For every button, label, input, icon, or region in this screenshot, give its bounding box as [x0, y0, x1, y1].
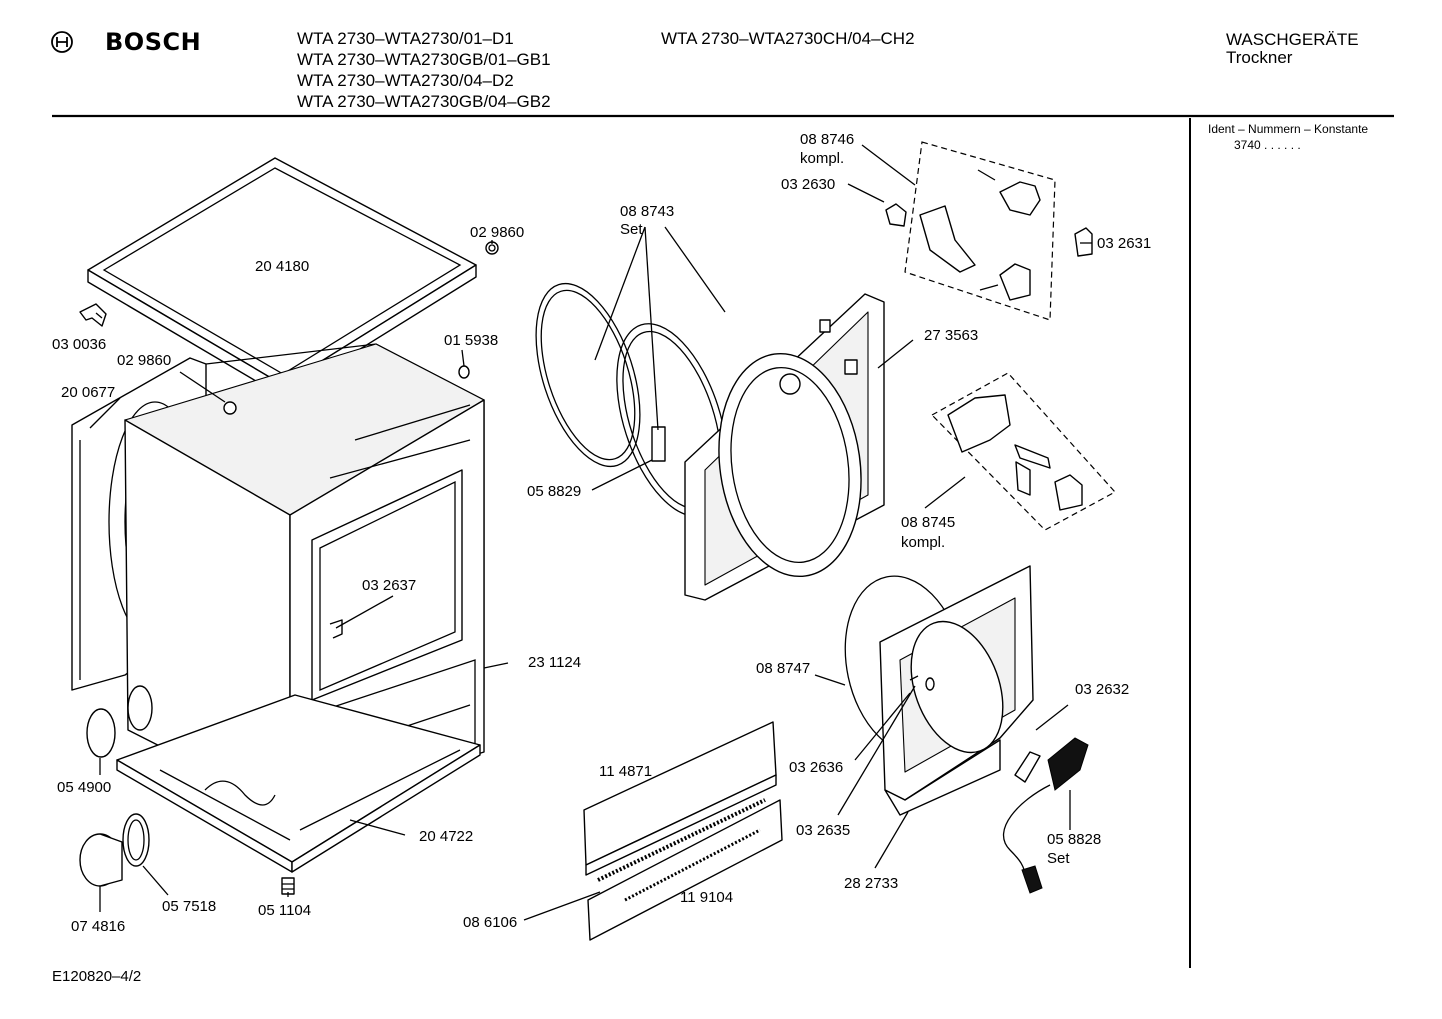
part-label: 03 2635 [796, 822, 851, 839]
leader-lines [89, 144, 1092, 921]
part-label: 27 3563 [924, 327, 979, 344]
part-label-kompl: kompl. [901, 534, 946, 551]
ident-value: 3740 . . . . . . [1234, 138, 1301, 152]
part-label: 08 8743 [620, 203, 675, 220]
seal-057518-part [122, 813, 150, 867]
part-label-set: Set [620, 221, 643, 238]
lamp-074816-part [79, 833, 123, 887]
bracket-030036-part [79, 303, 107, 327]
part-label: 03 0036 [52, 336, 107, 353]
part-label: 05 7518 [162, 898, 217, 915]
part-label: 08 8746 [800, 131, 855, 148]
part-label-kompl: kompl. [800, 150, 845, 167]
model-line-2: WTA 2730–WTA2730GB/01–GB1 [297, 50, 551, 69]
part-label-set: Set [1047, 850, 1070, 867]
part-label: 08 6106 [463, 914, 518, 931]
base-plate-part [116, 694, 481, 873]
part-label: 20 0677 [61, 384, 116, 401]
model-line-4: WTA 2730–WTA2730GB/04–GB2 [297, 92, 551, 111]
part-label: 08 8747 [756, 660, 811, 677]
ident-label: Ident – Nummern – Konstante [1208, 122, 1369, 136]
part-label: 05 4900 [57, 779, 112, 796]
part-label: 03 2632 [1075, 681, 1130, 698]
door-part [844, 565, 1034, 816]
control-panel-part [583, 721, 777, 882]
part-label: 03 2637 [362, 577, 417, 594]
part-label: 07 4816 [71, 918, 126, 935]
cover-strip-part [587, 799, 783, 941]
door-lock-assembly-part [885, 141, 1093, 321]
lamp-cover-part [1014, 751, 1041, 783]
part-label: 05 1104 [258, 902, 312, 919]
socket-cable-part [1003, 737, 1089, 894]
top-cover-part [87, 157, 477, 398]
part-label: 03 2631 [1097, 235, 1152, 252]
clip-032637-part [329, 619, 343, 639]
brand-name: BOSCH [105, 28, 202, 56]
model-center: WTA 2730–WTA2730CH/04–CH2 [661, 29, 915, 48]
filter-054900-part [86, 708, 116, 758]
model-line-1: WTA 2730–WTA2730/01–D1 [297, 29, 514, 48]
part-label: 28 2733 [844, 875, 899, 892]
part-label: 02 9860 [117, 352, 172, 369]
part-label: 03 2630 [781, 176, 836, 193]
part-label: 11 4871 [599, 763, 653, 780]
drawing-id: E120820–4/2 [52, 968, 142, 985]
category-title: WASCHGERÄTE [1226, 30, 1359, 49]
part-label: 20 4180 [255, 258, 310, 275]
part-label: 20 4722 [419, 828, 474, 845]
part-label: 05 8829 [527, 483, 582, 500]
foot-051104-part [281, 877, 295, 895]
front-shield-part [684, 293, 885, 601]
part-label: 03 2636 [789, 759, 844, 776]
foot-015938-part [458, 365, 470, 379]
switch-assembly-part [931, 372, 1116, 531]
part-label: 23 1124 [528, 654, 582, 671]
bosch-logo-icon [51, 31, 73, 53]
model-line-3: WTA 2730–WTA2730/04–D2 [297, 71, 514, 90]
part-label: 08 8745 [901, 514, 956, 531]
part-label: 02 9860 [470, 224, 525, 241]
part-label: 01 5938 [444, 332, 499, 349]
category-subtitle: Trockner [1226, 48, 1293, 67]
part-label: 05 8828 [1047, 831, 1102, 848]
part-label: 11 9104 [680, 889, 734, 906]
